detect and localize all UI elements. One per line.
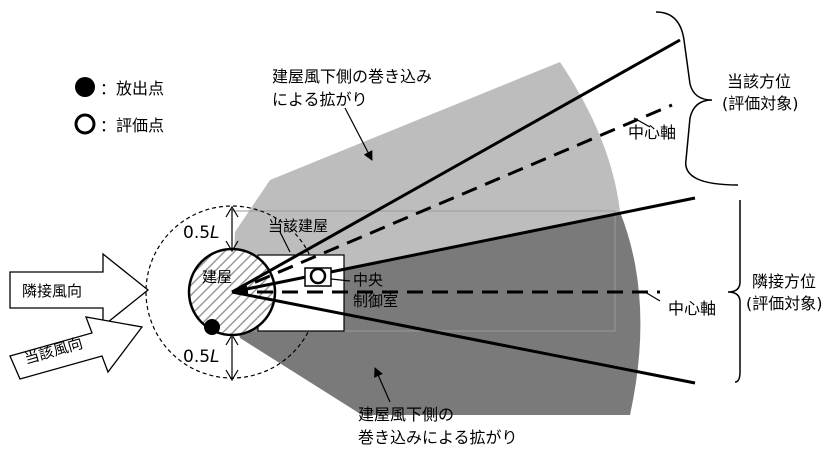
building-label: 建屋: [202, 268, 232, 286]
target-wind-arrow: [9, 316, 144, 380]
top-entrainment-label-line2: による拡がり: [272, 90, 368, 109]
target-sector: [232, 62, 620, 292]
release-point: [204, 319, 220, 335]
adjacent-direction-label-line2: (評価対象): [746, 294, 823, 313]
evaluation-point: [309, 267, 327, 285]
legend-release-point-icon: [75, 77, 95, 97]
half-l-bottom-label: 0.5L: [183, 347, 220, 367]
target-direction-label-line2: (評価対象): [722, 94, 799, 113]
adjacent-direction-brace: [727, 199, 741, 383]
adjacent-wind-label: 隣接風向: [22, 282, 82, 300]
adjacent-wind-arrow: [9, 252, 150, 328]
half-l-bottom-arrow-head-down: [225, 369, 239, 382]
center-axis-upper-label: 中心軸: [628, 123, 676, 142]
legend-evaluation-point-icon: [74, 113, 96, 135]
target-building-label: 当該建屋: [268, 217, 328, 235]
control-room-label-line1: 中央: [353, 271, 383, 289]
center-axis-upper-pointer: [633, 117, 651, 128]
adjacent-sector-lower-line: [231, 290, 696, 385]
target-building-pointer: [279, 231, 291, 253]
legend-evaluation-point-label: ：評価点: [100, 116, 164, 135]
half-l-top-arrow-head-up: [225, 205, 239, 218]
half-l-bottom-arrow-head-up: [225, 333, 239, 346]
control-room-label-line2: 制御室: [353, 292, 398, 310]
center-axis-lower-pointer: [644, 291, 661, 302]
bottom-entrainment-pointer: [374, 367, 391, 403]
target-sector-upper-line: [231, 38, 681, 294]
target-direction-brace: [655, 11, 739, 186]
half-l-top-label: 0.5L: [183, 223, 220, 243]
control-room-pointer: [330, 278, 351, 282]
adjacent-direction-label-line1: 隣接方位: [752, 272, 816, 291]
adjacent-sector: [232, 212, 641, 415]
legend-release-point-label: ：放出点: [100, 79, 164, 98]
top-entrainment-label-line1: 建屋風下側の巻き込み: [272, 67, 432, 86]
half-l-top-arrow-head-down: [225, 240, 239, 253]
bottom-entrainment-label-line2: 巻き込みによる拡がり: [358, 428, 518, 447]
center-axis-lower-label: 中心軸: [668, 299, 716, 318]
target-direction-label-line1: 当該方位: [727, 72, 791, 91]
top-entrainment-pointer: [344, 107, 373, 161]
bottom-entrainment-label-line1: 建屋風下側の: [358, 405, 454, 424]
center-axis-upper: [231, 103, 673, 294]
